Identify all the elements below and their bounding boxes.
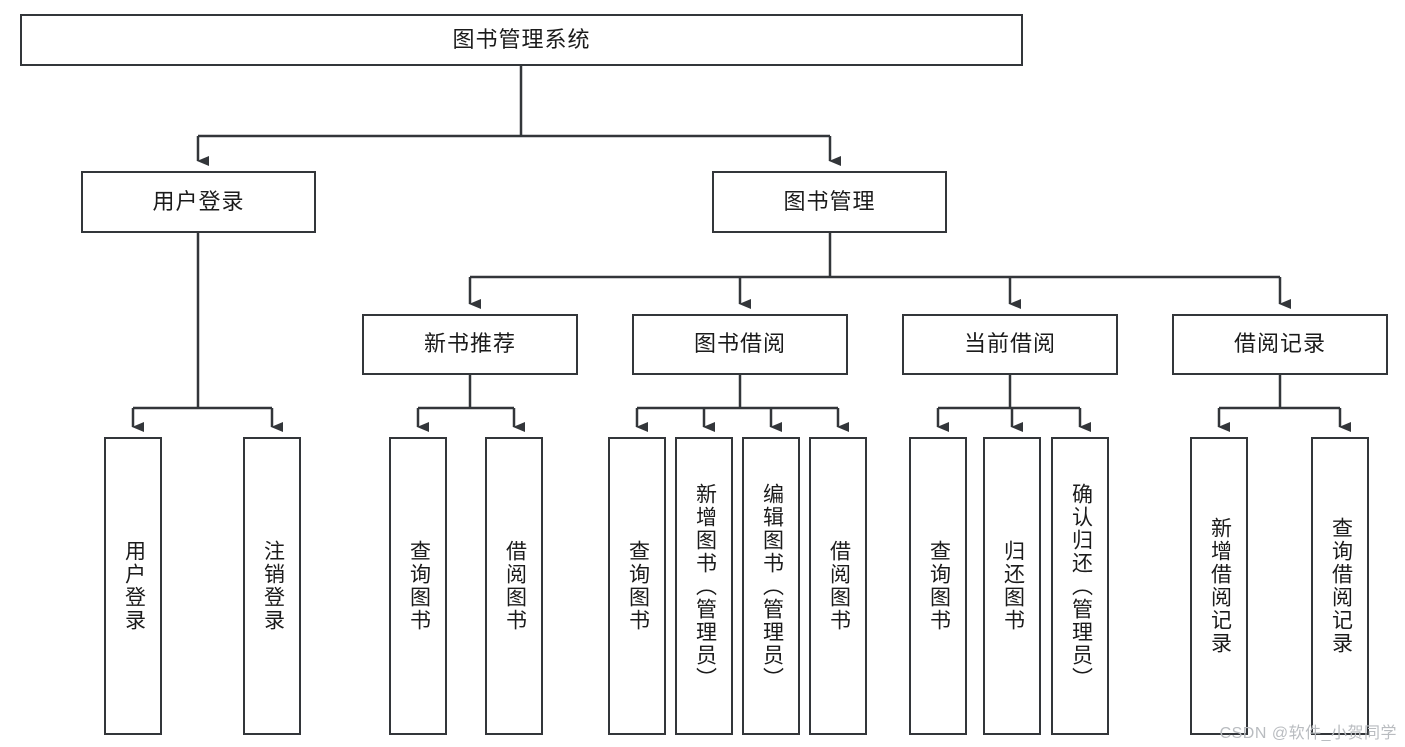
leaf-label: 查询图书 xyxy=(626,540,650,632)
leaf-add-borrow-record[interactable]: 新增借阅记录 xyxy=(1190,437,1248,735)
leaf-label: 查询图书 xyxy=(407,540,431,632)
node-root-label: 图书管理系统 xyxy=(452,26,591,52)
leaf-return-book[interactable]: 归还图书 xyxy=(983,437,1041,735)
leaf-label: 归还图书 xyxy=(1001,540,1025,632)
node-book-borrow-label: 图书借阅 xyxy=(693,331,786,357)
node-new-book-recommend-label: 新书推荐 xyxy=(423,331,516,357)
node-current-borrow[interactable]: 当前借阅 xyxy=(902,314,1118,375)
node-new-book-recommend[interactable]: 新书推荐 xyxy=(362,314,578,375)
node-borrow-record-label: 借阅记录 xyxy=(1233,331,1326,357)
leaf-edit-book-admin[interactable]: 编辑图书（管理员） xyxy=(742,437,800,735)
node-book-borrow[interactable]: 图书借阅 xyxy=(632,314,848,375)
leaf-query-borrow-record[interactable]: 查询借阅记录 xyxy=(1311,437,1369,735)
leaf-query-book-recommend[interactable]: 查询图书 xyxy=(389,437,447,735)
node-root[interactable]: 图书管理系统 xyxy=(20,14,1023,66)
leaf-label: 确认归还（管理员） xyxy=(1069,482,1093,690)
leaf-label: 编辑图书（管理员） xyxy=(760,482,784,690)
leaf-label: 注销登录 xyxy=(261,540,285,632)
node-book-management[interactable]: 图书管理 xyxy=(712,171,947,233)
leaf-label: 查询借阅记录 xyxy=(1329,517,1353,655)
leaf-user-logout[interactable]: 注销登录 xyxy=(243,437,301,735)
node-borrow-record[interactable]: 借阅记录 xyxy=(1172,314,1388,375)
leaf-borrow-book-recommend[interactable]: 借阅图书 xyxy=(485,437,543,735)
node-user-login[interactable]: 用户登录 xyxy=(81,171,316,233)
leaf-query-book-current[interactable]: 查询图书 xyxy=(909,437,967,735)
watermark: CSDN @软件_小贺同学 xyxy=(1219,725,1397,742)
leaf-borrow-book[interactable]: 借阅图书 xyxy=(809,437,867,735)
leaf-query-book-borrow[interactable]: 查询图书 xyxy=(608,437,666,735)
leaf-label: 借阅图书 xyxy=(503,540,527,632)
node-user-login-label: 用户登录 xyxy=(152,188,245,214)
leaf-add-book-admin[interactable]: 新增图书（管理员） xyxy=(675,437,733,735)
node-book-management-label: 图书管理 xyxy=(783,188,876,214)
leaf-label: 新增图书（管理员） xyxy=(693,482,717,690)
leaf-label: 查询图书 xyxy=(927,540,951,632)
node-current-borrow-label: 当前借阅 xyxy=(963,331,1056,357)
leaf-confirm-return-admin[interactable]: 确认归还（管理员） xyxy=(1051,437,1109,735)
leaf-label: 新增借阅记录 xyxy=(1208,517,1232,655)
leaf-label: 用户登录 xyxy=(122,540,146,632)
leaf-label: 借阅图书 xyxy=(827,540,851,632)
leaf-user-login[interactable]: 用户登录 xyxy=(104,437,162,735)
